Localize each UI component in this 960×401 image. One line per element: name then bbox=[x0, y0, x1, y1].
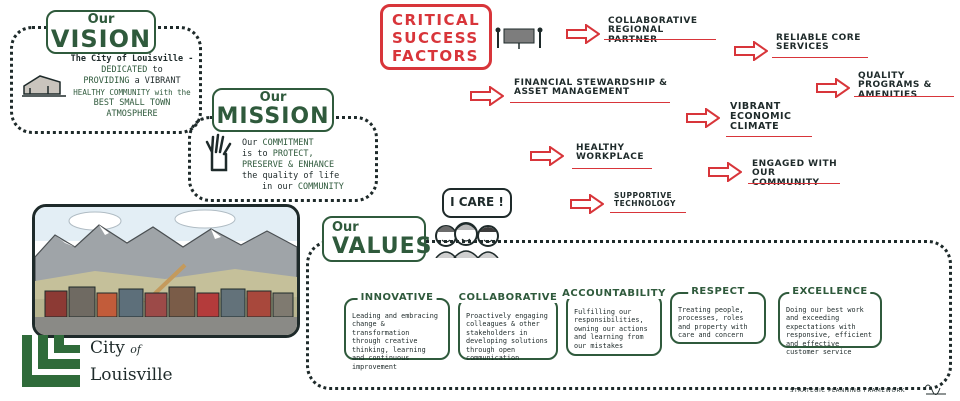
csf-underline bbox=[854, 96, 954, 97]
arrow-icon bbox=[686, 108, 720, 128]
vision-line-3-row: PROVIDING a VIBRANT bbox=[68, 76, 196, 87]
mission-title: MISSION bbox=[216, 104, 330, 129]
value-card-innovative: INNOVATIVE Leading and embracing change … bbox=[344, 292, 450, 371]
csf-item-financial-stewardship: FINANCIAL STEWARDSHIP & ASSET MANAGEMENT bbox=[514, 78, 668, 98]
vision-line-3b: a VIBRANT bbox=[134, 76, 181, 86]
mission-line-3: PRESERVE & ENHANCE bbox=[242, 160, 335, 170]
mission-line-2a: is to bbox=[242, 149, 268, 159]
value-text: Doing our best work and exceeding expect… bbox=[786, 306, 872, 357]
value-text: Treating people, processes, roles and pr… bbox=[678, 306, 748, 340]
presentation-board-icon bbox=[495, 27, 543, 49]
mission-line-4: the quality of life bbox=[242, 171, 340, 181]
vision-line-2: DEDICATED bbox=[101, 65, 148, 75]
csf-underline bbox=[748, 183, 840, 184]
mission-our: Our bbox=[259, 90, 287, 105]
mission-line-2-row: is to PROTECT, bbox=[242, 149, 372, 160]
arrow-icon bbox=[708, 162, 742, 182]
csf-underline bbox=[604, 39, 716, 40]
arrow-icon bbox=[530, 146, 564, 166]
mission-line-1a: Our bbox=[242, 138, 258, 148]
i-care-text: I CARE ! bbox=[450, 195, 504, 209]
value-card-collaborative: COLLABORATIVE Proactively engaging colle… bbox=[455, 292, 561, 363]
vision-line-4: HEALTHY COMMUNITY with the bbox=[73, 88, 191, 97]
vision-our: Our bbox=[87, 12, 115, 27]
vision-title: VISION bbox=[50, 25, 152, 53]
city-logo-icon bbox=[22, 335, 80, 387]
value-title: COLLABORATIVE bbox=[455, 292, 561, 303]
vision-line-2-row: DEDICATED to bbox=[68, 65, 196, 76]
value-text: Leading and embracing change & transform… bbox=[352, 312, 438, 371]
footer-caption: STRATEGIC PLANNING FRAMEWORK bbox=[790, 388, 906, 394]
csf-item-healthy-workplace: HEALTHY WORKPLACE bbox=[576, 143, 645, 163]
vision-line-1: The City of Louisville - bbox=[70, 54, 194, 64]
values-panel bbox=[306, 240, 952, 390]
town-landscape-image bbox=[35, 207, 297, 335]
value-title: RESPECT bbox=[688, 286, 748, 297]
vision-line-6: ATMOSPHERE bbox=[106, 109, 158, 119]
value-card-accountability: ACCOUNTABILITY Fulfilling our responsibi… bbox=[559, 288, 669, 356]
csf-underline bbox=[572, 168, 652, 169]
csf-title-line-3: FACTORS bbox=[392, 47, 479, 65]
arrow-icon bbox=[566, 24, 600, 44]
csf-item-supportive-technology: SUPPORTIVE TECHNOLOGY bbox=[614, 191, 676, 208]
csf-underline bbox=[726, 136, 812, 137]
mission-statement: Our COMMITMENT is to PROTECT, PRESERVE &… bbox=[242, 138, 372, 193]
logo-of: of bbox=[130, 343, 141, 356]
arrow-icon bbox=[470, 86, 504, 106]
logo-name: Louisville bbox=[90, 365, 173, 385]
i-care-bubble: I CARE ! bbox=[442, 188, 512, 218]
logo-text: City of Louisville bbox=[90, 338, 200, 386]
vision-line-5: BEST SMALL TOWN bbox=[93, 98, 171, 108]
mission-line-5-row: in our COMMUNITY bbox=[242, 182, 372, 193]
vision-statement: The City of Louisville - DEDICATED to PR… bbox=[68, 54, 196, 120]
mission-title-box: Our MISSION bbox=[212, 88, 334, 132]
csf-underline bbox=[510, 102, 670, 103]
csf-item-vibrant-economic-climate: VIBRANT ECONOMIC CLIMATE bbox=[730, 101, 792, 132]
vision-line-3: PROVIDING bbox=[83, 76, 130, 86]
csf-title-line-2: SUCCESS bbox=[392, 29, 479, 47]
csf-underline bbox=[610, 212, 686, 213]
csf-title-box: CRITICAL SUCCESS FACTORS bbox=[380, 4, 492, 70]
mission-line-5b: COMMUNITY bbox=[297, 182, 344, 192]
artist-signature-icon bbox=[923, 384, 946, 395]
vision-title-box: Our VISION bbox=[46, 10, 156, 54]
mission-line-1b: COMMITMENT bbox=[262, 138, 314, 148]
mission-line-5a: in our bbox=[262, 182, 293, 192]
mission-line-1-row: Our COMMITMENT bbox=[242, 138, 372, 149]
value-card-excellence: EXCELLENCE Doing our best work and excee… bbox=[778, 286, 882, 356]
value-text: Fulfilling our responsibilities, owning … bbox=[574, 308, 648, 350]
values-title-box: Our VALUES bbox=[322, 216, 433, 262]
house-sketch-icon bbox=[22, 75, 66, 97]
values-title: VALUES bbox=[332, 234, 433, 259]
logo-line-1-row: City of bbox=[90, 338, 200, 360]
vision-line-2b: to bbox=[152, 65, 163, 75]
town-illustration-frame bbox=[32, 204, 300, 338]
arrow-icon bbox=[570, 194, 604, 214]
csf-title-line-1: CRITICAL bbox=[392, 11, 481, 29]
csf-item-quality-programs-amenities: QUALITY PROGRAMS & AMENITIES bbox=[858, 71, 932, 100]
value-title: INNOVATIVE bbox=[357, 292, 437, 303]
csf-underline bbox=[772, 57, 868, 58]
csf-item-engaged-with-community: ENGAGED WITH OUR COMMUNITY bbox=[752, 159, 838, 188]
value-text: Proactively engaging colleagues & other … bbox=[466, 312, 548, 363]
value-title: ACCOUNTABILITY bbox=[559, 288, 669, 299]
value-card-respect: RESPECT Treating people, processes, role… bbox=[670, 286, 766, 344]
values-our: Our bbox=[332, 220, 359, 235]
arrow-icon bbox=[816, 78, 850, 98]
mission-line-2b: PROTECT, bbox=[272, 149, 314, 159]
csf-item-reliable-core-services: RELIABLE CORE SERVICES bbox=[776, 33, 861, 53]
value-title: EXCELLENCE bbox=[789, 286, 871, 297]
logo-city: City bbox=[90, 338, 125, 358]
csf-item-collaborative-regional-partner: COLLABORATIVE REGIONAL PARTNER bbox=[608, 16, 698, 44]
raised-hand-icon bbox=[205, 133, 232, 172]
arrow-icon bbox=[734, 41, 768, 61]
